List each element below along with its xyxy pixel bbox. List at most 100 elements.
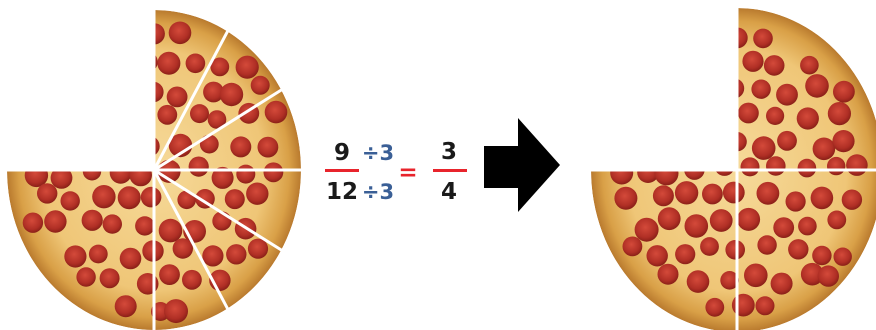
pepperoni-slice <box>617 131 641 155</box>
pepperoni-slice <box>164 299 188 324</box>
pepperoni-slice <box>827 156 846 176</box>
pepperoni-slice <box>833 247 852 266</box>
pepperoni-slice <box>695 101 715 120</box>
pepperoni-slice <box>135 216 155 236</box>
left-fraction-bar <box>325 169 359 172</box>
pepperoni-slice <box>684 214 709 238</box>
pepperoni-slice <box>798 216 817 236</box>
pepperoni-slice <box>647 134 671 159</box>
pepperoni-slice <box>640 108 659 127</box>
pepperoni-slice <box>207 110 227 129</box>
pepperoni-slice <box>250 75 270 95</box>
pepperoni-slice <box>103 55 125 78</box>
pepperoni-slice <box>654 161 679 186</box>
pepperoni-slice <box>812 137 836 161</box>
pepperoni-slice <box>37 183 58 204</box>
pepperoni-slice <box>719 50 738 69</box>
pepperoni-slice <box>86 140 106 159</box>
pepperoni-slice <box>753 28 773 49</box>
pepperoni-slice <box>701 28 724 51</box>
pepperoni-slice <box>44 210 67 233</box>
pepperoni-slice <box>92 185 116 209</box>
pepperoni-slice <box>705 297 725 317</box>
right-pizza-image <box>589 6 876 330</box>
pepperoni-slice <box>833 80 855 103</box>
pepperoni-slice <box>622 236 643 257</box>
pepperoni-slice <box>800 262 824 286</box>
pepperoni-slice <box>832 130 855 153</box>
pepperoni-slice <box>99 268 120 289</box>
pepperoni-slice <box>670 81 692 104</box>
pepperoni-slice <box>224 189 245 210</box>
pepperoni-slice <box>199 134 219 154</box>
pepperoni-slice <box>257 136 279 158</box>
pepperoni-slice <box>202 245 224 267</box>
fraction-equation: 9 ÷3 12 ÷3 = 3 4 <box>325 139 467 205</box>
slice-cut-line <box>152 88 283 172</box>
pepperoni-slice <box>624 79 648 103</box>
pepperoni-slice <box>117 186 141 210</box>
pepperoni-slice <box>788 239 809 260</box>
pepperoni-slice <box>846 154 868 176</box>
pepperoni-slice <box>157 51 181 75</box>
pepperoni-slice <box>157 104 178 125</box>
pepperoni-slice <box>188 156 209 177</box>
pepperoni-slice <box>101 108 120 128</box>
pepperoni-slice <box>756 181 780 205</box>
pepperoni-slice <box>725 240 745 260</box>
slice-cut-line <box>25 88 156 172</box>
pepperoni-slice <box>119 247 142 270</box>
pepperoni-slice <box>674 181 699 205</box>
pepperoni-slice <box>805 74 829 98</box>
pepperoni-slice <box>210 57 230 77</box>
pepperoni-slice <box>770 272 793 295</box>
pepperoni-slice <box>841 189 863 210</box>
pepperoni-slice <box>722 181 745 204</box>
pepperoni-slice <box>755 296 775 316</box>
pepperoni-slice <box>702 129 726 153</box>
pepperoni-slice <box>686 45 707 67</box>
pepperoni-slice <box>657 207 681 231</box>
result-fraction-bar <box>433 169 467 172</box>
pepperoni-slice <box>656 102 677 123</box>
pepperoni-slice <box>766 156 786 176</box>
pepperoni-slice <box>645 76 669 99</box>
pepperoni-slice <box>776 83 798 106</box>
pepperoni-slice <box>230 136 252 158</box>
pepperoni-slice <box>102 214 123 234</box>
pepperoni-slice <box>785 191 806 212</box>
pepperoni-slice <box>158 218 183 243</box>
result-numerator: 3 <box>441 139 457 165</box>
pepperoni-slice <box>62 79 82 99</box>
pepperoni-slice <box>751 79 771 99</box>
pepperoni-slice <box>646 245 668 267</box>
pepperoni-slice <box>797 158 817 178</box>
pepperoni-slice <box>711 106 734 128</box>
pepperoni-slice <box>740 157 760 177</box>
pepperoni-slice <box>777 130 797 151</box>
slice-cut-line <box>79 29 156 172</box>
denominator-divisor: ÷3 <box>362 180 394 204</box>
pepperoni-slice <box>226 244 247 265</box>
slice-lines <box>5 8 303 330</box>
pepperoni-slice <box>702 76 724 98</box>
pepperoni-slice <box>810 186 834 210</box>
pepperoni-slice <box>757 235 777 255</box>
pepperoni-slice <box>672 28 694 50</box>
pepperoni-slice <box>700 237 719 256</box>
pepperoni-slice <box>89 26 111 49</box>
pepperoni-slice <box>817 265 839 287</box>
pepperoni-slice <box>112 131 133 152</box>
pepperoni-slice <box>766 106 785 125</box>
pepperoni-slice <box>610 161 634 185</box>
equals-sign: = <box>398 160 417 186</box>
pepperoni-slice <box>130 108 149 128</box>
pepperoni-slice <box>65 132 86 153</box>
pepperoni-slice <box>64 245 87 268</box>
pepperoni-slice <box>657 263 679 285</box>
slice-lines <box>589 6 876 330</box>
numerator-divisor: ÷3 <box>362 141 394 165</box>
slice-cut-line <box>152 168 229 311</box>
pepperoni-slice <box>22 212 44 233</box>
